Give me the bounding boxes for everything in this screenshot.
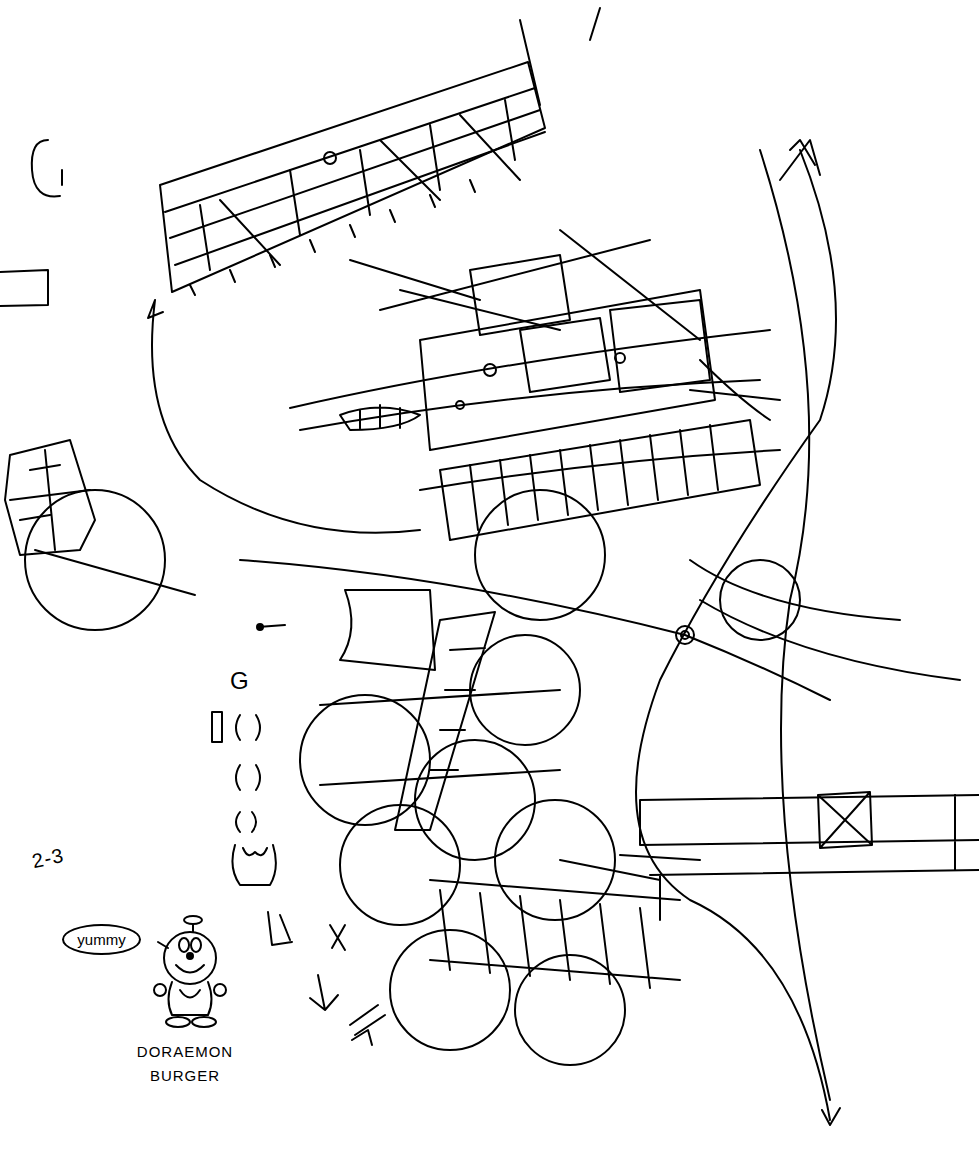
speech-bubble: yummy: [62, 924, 141, 955]
sheet-number: 2-3: [29, 839, 67, 877]
circle-pavilions: [300, 490, 680, 1065]
sketch-symbols: [212, 624, 385, 1045]
long-building: [160, 8, 600, 295]
circulation-lines: [148, 140, 960, 1125]
figure-caption: DORAEMON BURGER: [125, 1040, 245, 1088]
doraemon-figure: [154, 916, 226, 1027]
side-building: [5, 440, 195, 630]
grid-letter: G: [230, 662, 250, 700]
sketch-mark: [32, 140, 62, 196]
sketch-mark: [0, 270, 48, 306]
central-buildings: [290, 230, 780, 540]
bridge-structure: [620, 792, 979, 920]
bubble-text: yummy: [77, 931, 125, 948]
